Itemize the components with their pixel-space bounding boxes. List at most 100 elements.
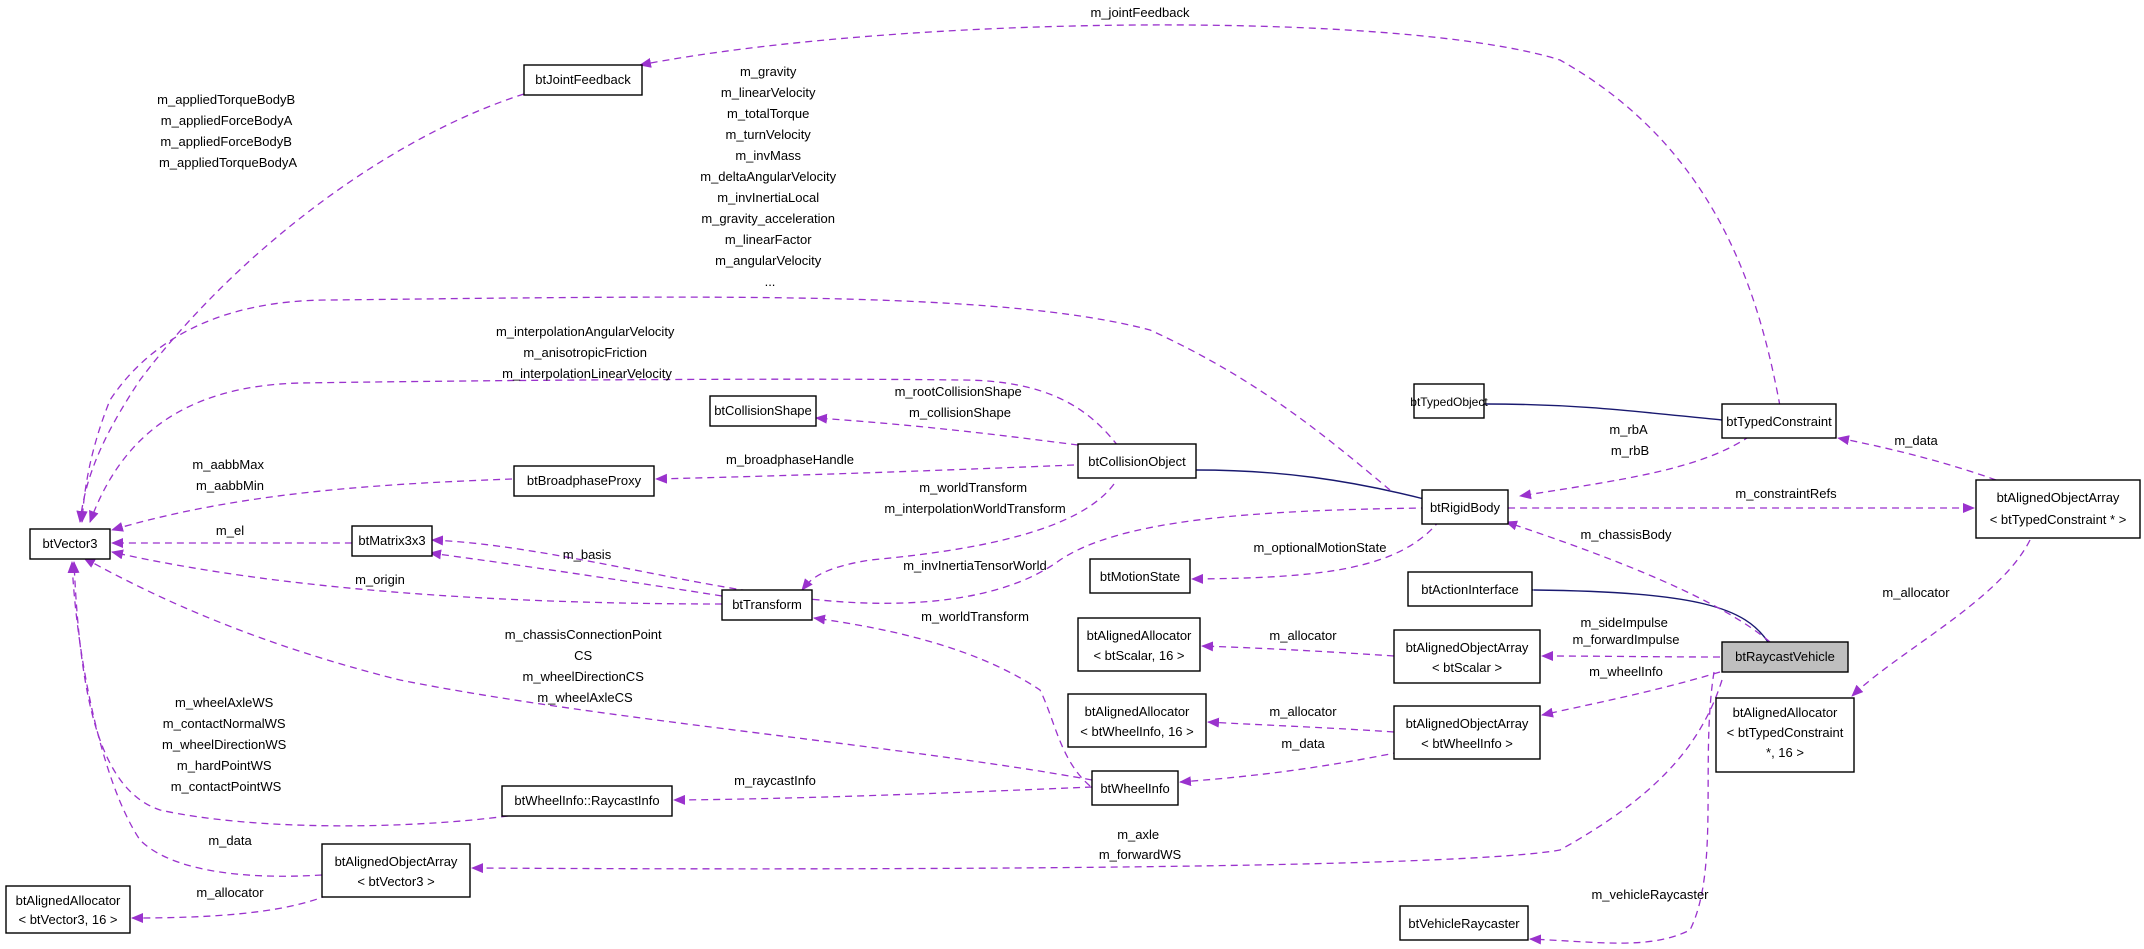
svg-text:btBroadphaseProxy: btBroadphaseProxy <box>527 473 642 488</box>
label-tc-rb: m_rbA m_rbB <box>1609 422 1650 458</box>
label-co-tr: m_worldTransform m_interpolationWorldTra… <box>884 480 1065 516</box>
svg-text:btJointFeedback: btJointFeedback <box>535 72 631 87</box>
node-btwheelinfo[interactable]: btWheelInfo <box>1091 770 1179 806</box>
edge-co-proxy <box>655 464 1075 484</box>
svg-text:btWheelInfo::RaycastInfo: btWheelInfo::RaycastInfo <box>514 793 659 808</box>
svg-text:btMotionState: btMotionState <box>1100 569 1180 584</box>
label-rv-aoaW: m_wheelInfo <box>1589 664 1663 679</box>
node-btcollisionshape[interactable]: btCollisionShape <box>709 395 817 427</box>
node-btalignedobjectarray-btscalar[interactable]: btAlignedObjectArray < btScalar > <box>1393 629 1541 684</box>
edge-jointfeedback <box>639 24 1781 407</box>
svg-text:< btTypedConstraint: < btTypedConstraint <box>1727 725 1844 740</box>
label-aoaS-alloc: m_allocator <box>1269 628 1337 643</box>
node-bttypedobject[interactable]: btTypedObject <box>1410 383 1488 419</box>
node-btrigidbody[interactable]: btRigidBody <box>1421 489 1509 525</box>
node-btactioninterface[interactable]: btActionInterface <box>1407 571 1533 607</box>
svg-text:btCollisionObject: btCollisionObject <box>1088 454 1186 469</box>
node-btraycastvehicle[interactable]: btRaycastVehicle <box>1721 641 1849 673</box>
node-btvehicleraycaster[interactable]: btVehicleRaycaster <box>1399 905 1529 941</box>
label-aoaTC-tc: m_data <box>1894 433 1938 448</box>
edge-rv-rb <box>1505 520 1771 643</box>
svg-text:btAlignedObjectArray: btAlignedObjectArray <box>1406 716 1529 731</box>
svg-text:btAlignedObjectArray: btAlignedObjectArray <box>1406 640 1529 655</box>
node-bttypedconstraint[interactable]: btTypedConstraint <box>1721 403 1837 439</box>
label-rb-ms: m_optionalMotionState <box>1254 540 1387 555</box>
node-btalignedallocator-btvector3[interactable]: btAlignedAllocator < btVector3, 16 > <box>5 885 131 934</box>
svg-text:< btWheelInfo, 16 >: < btWheelInfo, 16 > <box>1080 724 1193 739</box>
node-bttransform[interactable]: btTransform <box>721 589 813 621</box>
node-btalignedobjectarray-btvector3[interactable]: btAlignedObjectArray < btVector3 > <box>321 843 471 898</box>
svg-text:< btWheelInfo >: < btWheelInfo > <box>1421 736 1513 751</box>
svg-text:btVector3: btVector3 <box>43 536 98 551</box>
svg-text:btCollisionShape: btCollisionShape <box>714 403 812 418</box>
node-btcollisionobject[interactable]: btCollisionObject <box>1077 443 1197 479</box>
svg-text:< btTypedConstraint * >: < btTypedConstraint * > <box>1990 512 2127 527</box>
edge-rv-aoaV <box>471 679 1723 874</box>
svg-text:btAlignedObjectArray: btAlignedObjectArray <box>1997 490 2120 505</box>
node-btvector3[interactable]: btVector3 <box>29 528 111 560</box>
node-btwheelinfo-raycastinfo[interactable]: btWheelInfo::RaycastInfo <box>501 785 673 817</box>
node-btmatrix3x3[interactable]: btMatrix3x3 <box>351 525 433 557</box>
label-co-vec3: m_interpolationAngularVelocity m_anisotr… <box>496 324 678 381</box>
label-rb-aoaTC: m_constraintRefs <box>1735 486 1837 501</box>
svg-text:btAlignedAllocator: btAlignedAllocator <box>1085 704 1190 719</box>
label-wi-ri: m_raycastInfo <box>734 773 816 788</box>
edge-raycastvehicle-inherits-actioninterface <box>1520 584 1769 643</box>
label-tr-vec3: m_origin <box>355 572 405 587</box>
node-btmotionstate[interactable]: btMotionState <box>1089 558 1191 594</box>
node-btjointfeedback[interactable]: btJointFeedback <box>523 64 643 96</box>
label-ri-vec3: m_wheelAxleWS m_contactNormalWS m_wheelD… <box>162 695 290 794</box>
label-aoaW-alloc: m_allocator <box>1269 704 1337 719</box>
edge-tr-vec3 <box>111 549 723 605</box>
edge-rv-aoaW <box>1541 671 1721 718</box>
label-wi-tr: m_worldTransform <box>921 609 1029 624</box>
node-btalignedallocator-bttypedconstraint[interactable]: btAlignedAllocator < btTypedConstraint *… <box>1715 697 1855 773</box>
label-rv-rb: m_chassisBody <box>1580 527 1672 542</box>
label-rb-mat: m_invInertiaTensorWorld <box>903 558 1047 573</box>
edge-typedconstraint-inherits-typedobject <box>1472 398 1723 421</box>
label-wi-vec3: m_chassisConnectionPoint CS m_wheelDirec… <box>505 627 665 705</box>
edge-aoaV-alloc <box>131 894 329 923</box>
label-tr-mat: m_basis <box>563 547 612 562</box>
label-aoaW-wi: m_data <box>1281 736 1325 751</box>
edge-aoaV-vec3 <box>67 561 323 877</box>
label-co-proxy: m_broadphaseHandle <box>726 452 854 467</box>
svg-text:btAlignedAllocator: btAlignedAllocator <box>1733 705 1838 720</box>
edge-aoaS-alloc <box>1201 641 1395 657</box>
label-aoaV-vec3: m_data <box>208 833 252 848</box>
edge-wi-tr <box>813 614 1091 787</box>
svg-text:btRaycastVehicle: btRaycastVehicle <box>1735 649 1835 664</box>
edge-aoaTC-alloc <box>1851 539 2031 697</box>
edge-tr-mat <box>429 549 723 597</box>
svg-text:btWheelInfo: btWheelInfo <box>1100 781 1169 796</box>
node-btalignedallocator-btwheelinfo[interactable]: btAlignedAllocator < btWheelInfo, 16 > <box>1067 693 1207 748</box>
edge-rigidbody-inherits-collisionobject <box>1182 464 1429 501</box>
node-btalignedobjectarray-btwheelinfo[interactable]: btAlignedObjectArray < btWheelInfo > <box>1393 705 1541 760</box>
label-aoaTC-alloc: m_allocator <box>1882 585 1950 600</box>
svg-text:btRigidBody: btRigidBody <box>1430 500 1501 515</box>
svg-text:< btVector3, 16 >: < btVector3, 16 > <box>18 912 117 927</box>
node-btalignedallocator-btscalar[interactable]: btAlignedAllocator < btScalar, 16 > <box>1077 617 1201 672</box>
label-rv-vr: m_vehicleRaycaster <box>1591 887 1709 902</box>
edge-rv-vr <box>1529 671 1715 945</box>
edge-jf-vec3 <box>76 93 525 523</box>
label-mat-vec3: m_el <box>216 523 244 538</box>
node-btalignedobjectarray-bttypedconstraint[interactable]: btAlignedObjectArray < btTypedConstraint… <box>1975 479 2141 539</box>
node-btbroadphaseproxy[interactable]: btBroadphaseProxy <box>513 465 655 497</box>
label-proxy-vec3: m_aabbMax m_aabbMin <box>192 457 267 493</box>
svg-text:btAlignedAllocator: btAlignedAllocator <box>1087 628 1192 643</box>
edge-proxy-vec3 <box>111 478 513 532</box>
label-rv-aoaS: m_sideImpulse m_forwardImpulse <box>1573 615 1680 647</box>
edge-co-shape <box>815 413 1079 446</box>
svg-text:< btScalar, 16 >: < btScalar, 16 > <box>1093 648 1184 663</box>
label-jf-vec3: m_appliedTorqueBodyB m_appliedForceBodyA… <box>157 92 299 170</box>
label-m-jointfeedback: m_jointFeedback <box>1091 5 1190 20</box>
edge-rv-aoaS <box>1541 651 1721 662</box>
edge-co-vec3 <box>89 378 1119 523</box>
svg-text:< btScalar >: < btScalar > <box>1432 660 1502 675</box>
svg-text:*, 16 >: *, 16 > <box>1766 745 1804 760</box>
edge-aoaW-alloc <box>1207 717 1395 733</box>
label-aoaV-alloc: m_allocator <box>196 885 264 900</box>
label-rv-aoaV: m_axle m_forwardWS <box>1099 827 1182 862</box>
